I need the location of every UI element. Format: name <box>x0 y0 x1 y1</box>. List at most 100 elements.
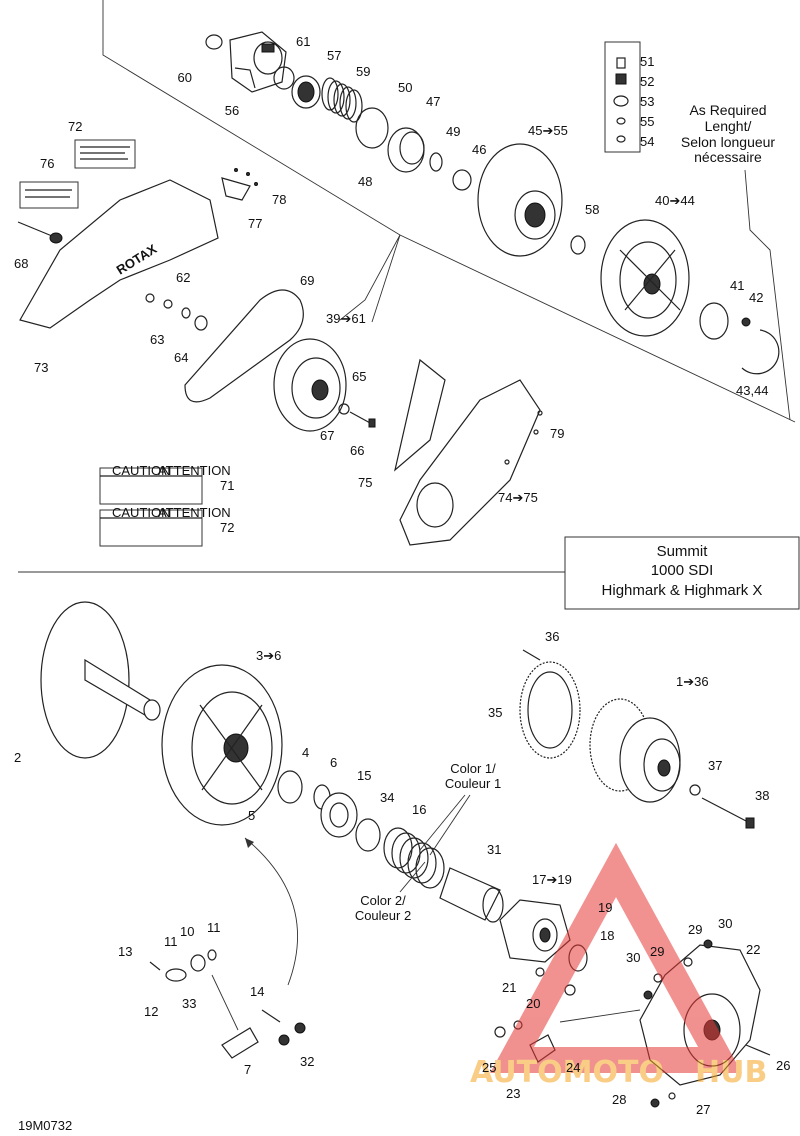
callout-78: 78 <box>272 192 286 207</box>
callout-65: 65 <box>352 369 366 384</box>
callout-23: 23 <box>506 1086 520 1101</box>
part-42-nut <box>741 317 751 327</box>
callout-74-75: 74➔75 <box>498 490 538 505</box>
part-60-ring <box>205 34 223 50</box>
part-59-spring <box>321 77 363 123</box>
part-36-screw <box>522 649 541 661</box>
callout-46: 46 <box>472 142 486 157</box>
callout-47: 47 <box>426 94 440 109</box>
part-56-spider <box>229 31 287 93</box>
callout-10: 10 <box>180 924 194 939</box>
callout-59: 59 <box>356 64 370 79</box>
part-17-19-cover <box>499 899 571 963</box>
color1-line2: Couleur 1 <box>445 776 501 791</box>
callout-2: 2 <box>14 750 21 765</box>
callout-12: 12 <box>144 1004 158 1019</box>
callout-37: 37 <box>708 758 722 773</box>
part-72-decal-bottom: CAUTION ATTENTION <box>99 505 231 547</box>
part-16-spring <box>383 827 445 889</box>
callout-45-55: 45➔55 <box>528 123 568 138</box>
part-21-nut <box>535 967 545 977</box>
part-29-washer-a <box>683 957 693 967</box>
part-61-ring <box>273 66 295 90</box>
callout-3-6: 3➔6 <box>256 648 281 663</box>
length-note: As Required Lenght/ Selon longueur néces… <box>681 102 791 421</box>
callout-51: 51 <box>640 54 654 69</box>
callout-33: 33 <box>182 996 196 1011</box>
color2-line1: Color 2/ <box>360 893 406 908</box>
callout-30: 30 <box>626 950 640 965</box>
callout-61: 61 <box>296 34 310 49</box>
callout-40-44: 40➔44 <box>655 193 695 208</box>
callout-58: 58 <box>585 202 599 217</box>
callout-57: 57 <box>327 48 341 63</box>
part-73-belt-guard: ROTAX <box>19 179 219 329</box>
callout-73: 73 <box>34 360 48 375</box>
callout-17-19: 17➔19 <box>532 872 572 887</box>
callout-14: 14 <box>250 984 264 999</box>
part-3-6-movable-sheave <box>161 664 283 826</box>
callout-72: 72 <box>68 119 82 134</box>
parts-51-54-hardware <box>604 41 641 153</box>
callout-15: 15 <box>357 768 371 783</box>
part-34-bushing <box>355 818 381 852</box>
callout-16: 16 <box>412 802 426 817</box>
note-line-2: Lenght/ <box>705 118 752 134</box>
watermark-text-left: AUTOMOTO <box>470 1055 664 1090</box>
part-68-bolt <box>17 221 63 244</box>
part-4-bushing <box>277 770 303 804</box>
callout-38: 38 <box>755 788 769 803</box>
callout-63: 63 <box>150 332 164 347</box>
callout-66: 66 <box>350 443 364 458</box>
decal-71-attention-text: ATTENTION <box>158 463 231 478</box>
part-74-75-cover <box>394 358 543 546</box>
callout-79: 79 <box>550 426 564 441</box>
lead-24 <box>559 1009 641 1023</box>
callout-35: 35 <box>488 705 502 720</box>
callout-67: 67 <box>320 428 334 443</box>
part-25-bolt <box>494 1026 506 1038</box>
model-box: Summit 1000 SDI Highmark & Highmark X <box>564 536 800 610</box>
part-58-washer <box>570 235 586 255</box>
callout-53: 53 <box>640 94 654 109</box>
callout-29: 29 <box>650 944 664 959</box>
callout-41: 41 <box>730 278 744 293</box>
callout-32: 32 <box>300 1054 314 1069</box>
callout-7: 7 <box>244 1062 251 1077</box>
callout-22: 22 <box>746 942 760 957</box>
part-1-36-drive-clutch <box>589 698 681 803</box>
part-39-61-clutch <box>273 338 347 432</box>
note-line-1: As Required <box>689 102 766 118</box>
callout-60: 60 <box>178 70 192 85</box>
color-labels: Color 1/ Couleur 1 Color 2/ Couleur 2 <box>355 761 501 923</box>
callout-30: 30 <box>718 916 732 931</box>
part-65-67-bolt <box>338 403 376 428</box>
part-15-washer <box>320 792 358 838</box>
part-47-sleeve <box>387 127 425 173</box>
decal-72-caution-text: CAUTION <box>112 505 171 520</box>
callout-1-36: 1➔36 <box>676 674 709 689</box>
callout-27: 27 <box>696 1102 710 1117</box>
callout-75: 75 <box>358 475 372 490</box>
watermark-text-right: HUB <box>695 1055 767 1090</box>
part-46-bearing <box>452 169 472 191</box>
callout-52: 52 <box>640 74 654 89</box>
part-45-55-sheave <box>477 143 563 257</box>
part-62-64-washers <box>145 293 208 331</box>
callout-6: 6 <box>330 755 337 770</box>
callout-48: 48 <box>358 174 372 189</box>
part-41-ring <box>699 302 729 340</box>
callout-68: 68 <box>14 256 28 271</box>
part-40-44-cam <box>600 219 690 337</box>
part-77-78-bracket <box>221 168 258 201</box>
part-35-ring-gear <box>519 661 581 759</box>
callout-43-44: 43,44 <box>736 383 769 398</box>
color2-line2: Couleur 2 <box>355 908 411 923</box>
watermark-logo: AUTOMOTO HUB <box>470 842 767 1090</box>
callout-13: 13 <box>118 944 132 959</box>
callout-49: 49 <box>446 124 460 139</box>
part-72-decal-top <box>74 139 136 169</box>
part-30-nut-b <box>643 990 653 1000</box>
part-43-44-disc <box>741 329 780 375</box>
assembly-arrow <box>244 837 299 986</box>
